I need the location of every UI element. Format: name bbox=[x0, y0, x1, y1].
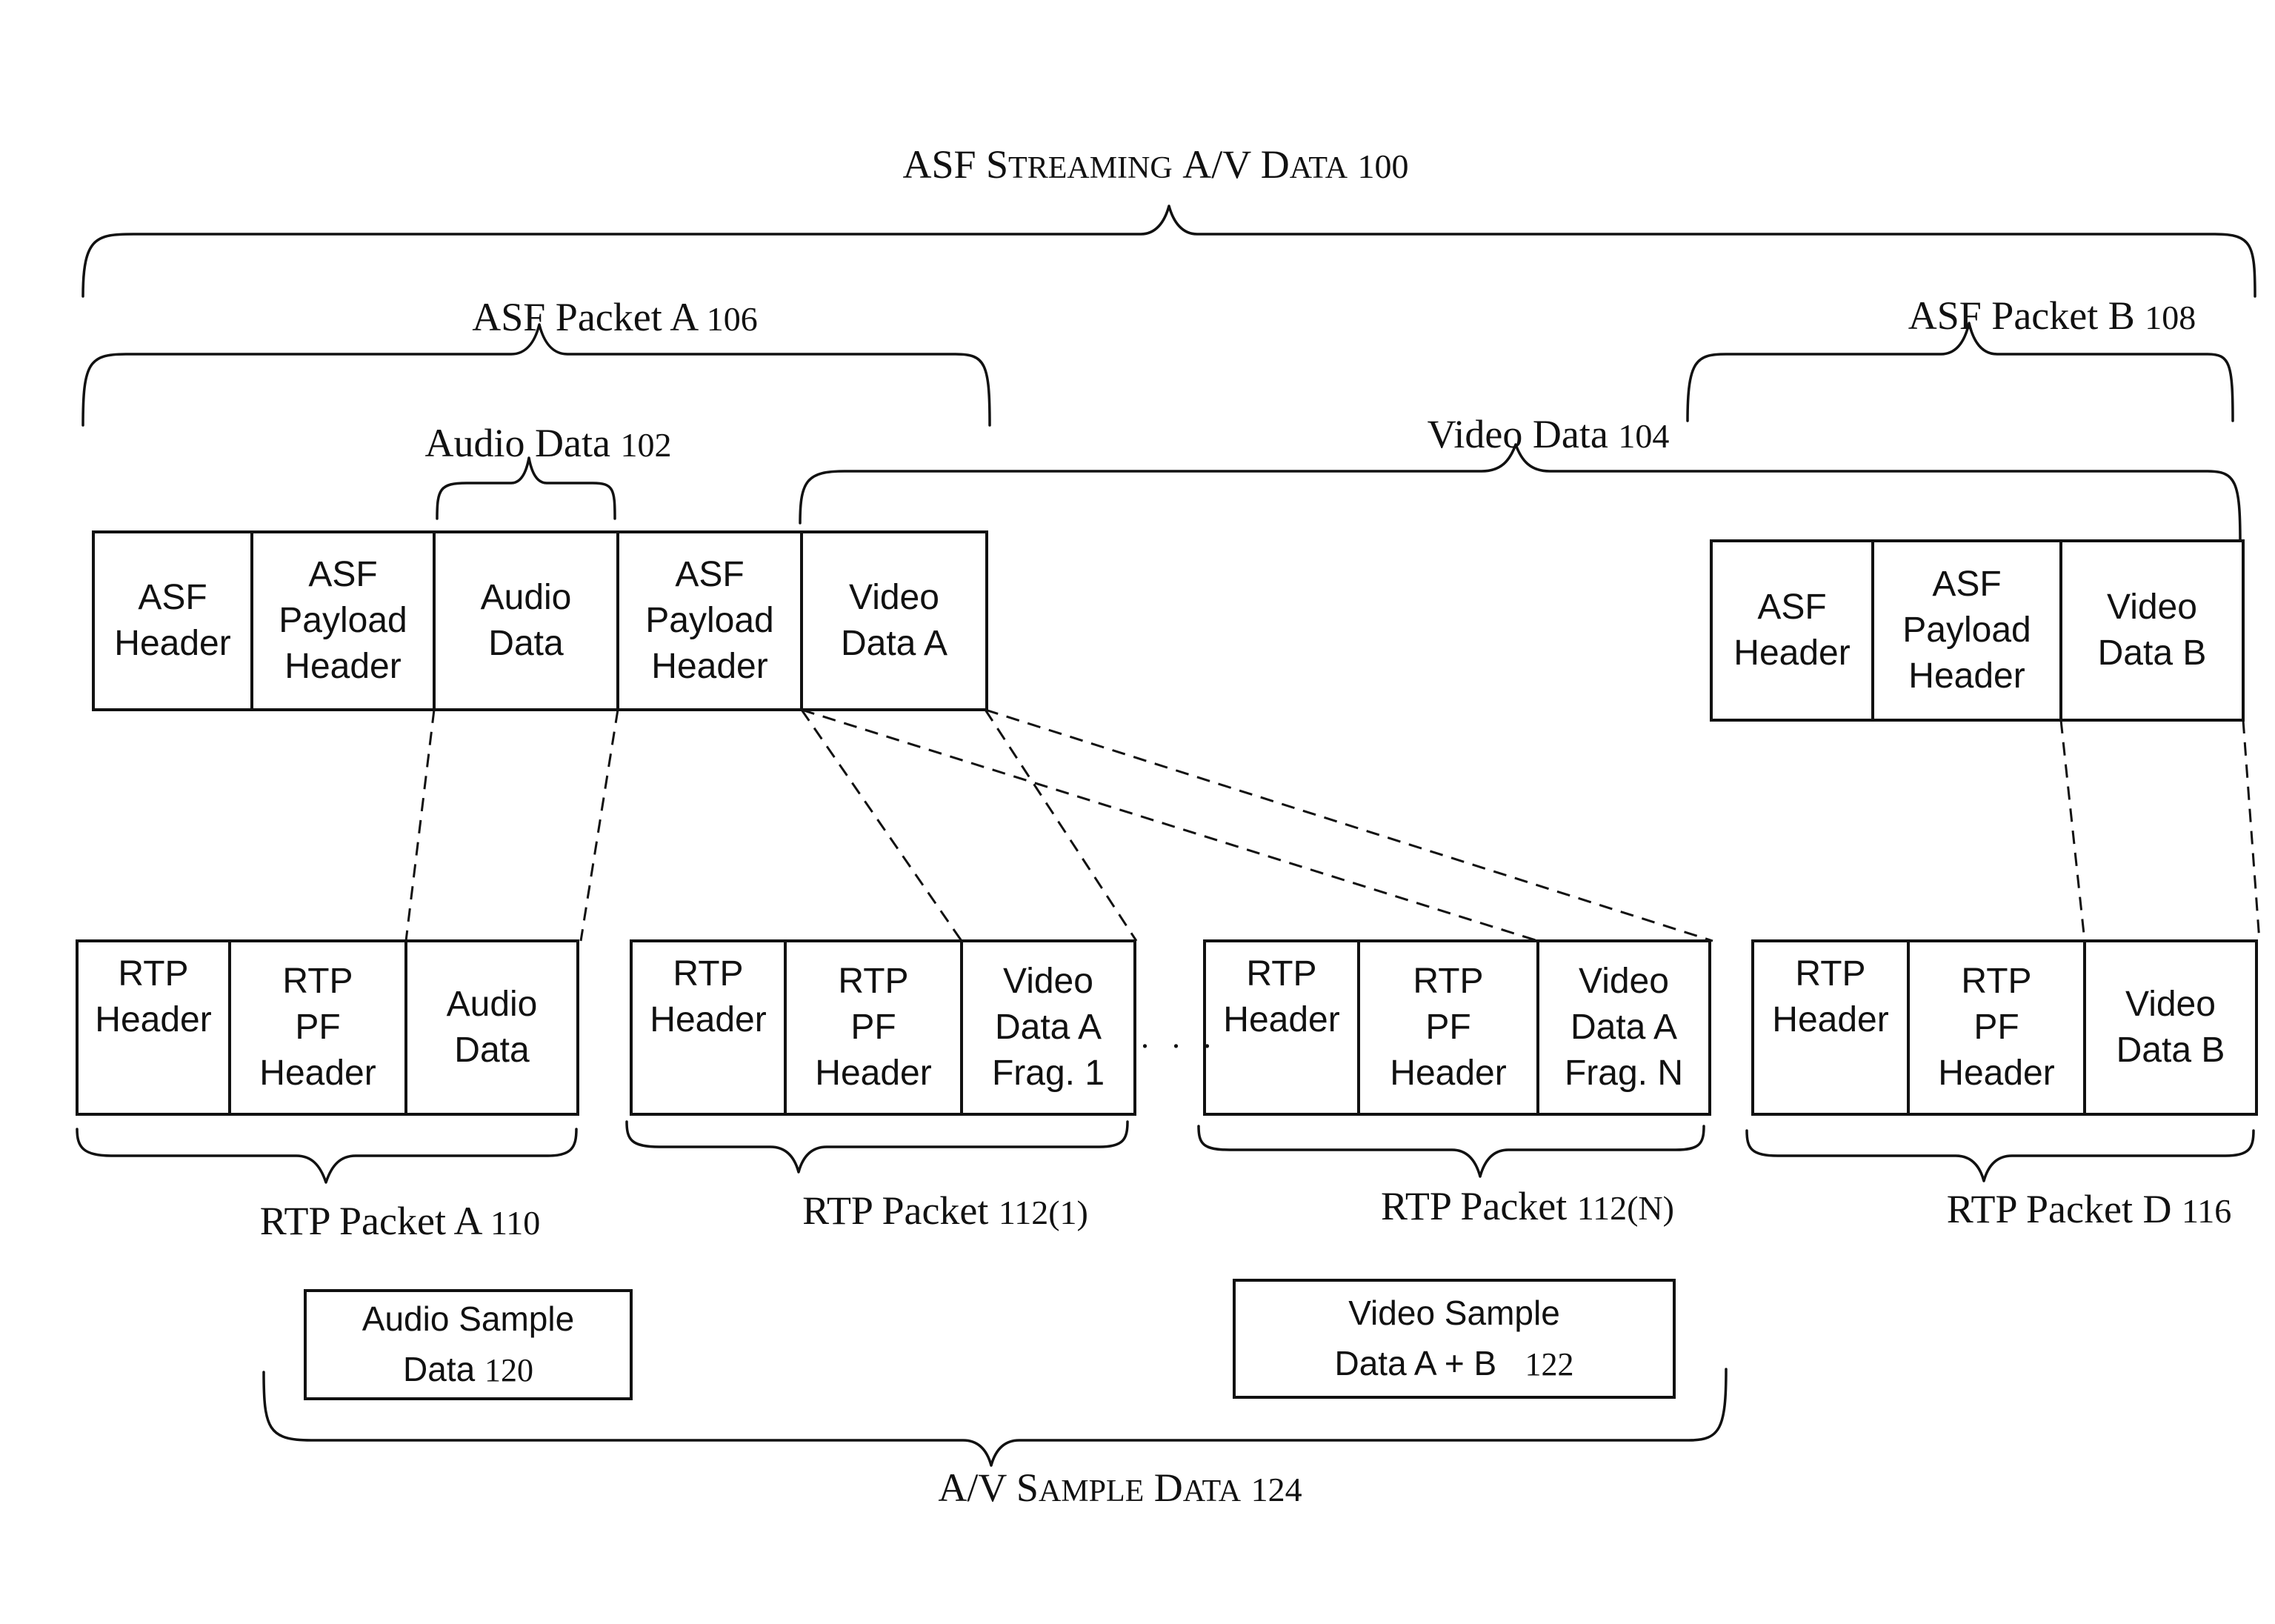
map-frag1-right bbox=[985, 710, 1136, 941]
label-av-sample-data: A/V SAMPLE DATA 124 bbox=[938, 1465, 1302, 1514]
map-videob-left bbox=[2061, 720, 2085, 941]
map-audio-left bbox=[406, 710, 434, 941]
rtp-d-pf-header: RTP PF Header bbox=[1908, 941, 2085, 1114]
brace-asf-streaming bbox=[83, 206, 2255, 296]
brace-rtp-packet-1 bbox=[627, 1122, 1127, 1172]
audio-sample-line2: Data 120 bbox=[403, 1344, 533, 1396]
label-rtp-packet-n: RTP Packet 112(N) bbox=[1381, 1184, 1674, 1231]
label-asf-packet-b: ASF Packet B 108 bbox=[1908, 293, 2196, 340]
label-rtp-packet-d: RTP Packet D 116 bbox=[1947, 1187, 2232, 1234]
rtp-a-pf-header: RTP PF Header bbox=[230, 941, 406, 1114]
label-video-data: Video Data 104 bbox=[1428, 412, 1670, 459]
video-sample-data-box: Video Sample Data A + B 122 bbox=[1233, 1279, 1676, 1399]
rtp-d-video-data-b: Video Data B bbox=[2085, 941, 2256, 1114]
rtp-n-header: RTP Header bbox=[1205, 941, 1359, 1114]
asf-b-payload-header: ASF Payload Header bbox=[1873, 541, 2061, 720]
asf-b-header: ASF Header bbox=[1711, 541, 1873, 720]
rtp-d-header: RTP Header bbox=[1753, 941, 1908, 1114]
asf-b-video-data-b: Video Data B bbox=[2061, 541, 2243, 720]
map-frag1-left bbox=[802, 710, 962, 941]
asf-a-payload-header-1: ASF Payload Header bbox=[252, 532, 434, 710]
rtp-a-header: RTP Header bbox=[77, 941, 230, 1114]
label-audio-data: Audio Data 102 bbox=[425, 421, 672, 467]
rtp-1-pf-header: RTP PF Header bbox=[785, 941, 962, 1114]
asf-a-audio-data: Audio Data bbox=[434, 532, 618, 710]
map-audio-right bbox=[581, 710, 618, 941]
asf-a-payload-header-2: ASF Payload Header bbox=[618, 532, 802, 710]
asf-a-video-data-a: Video Data A bbox=[802, 532, 987, 710]
label-rtp-packet-a: RTP Packet A 110 bbox=[260, 1199, 541, 1245]
label-asf-packet-a: ASF Packet A 106 bbox=[472, 295, 758, 342]
video-sample-line1: Video Sample bbox=[1348, 1288, 1560, 1338]
rtp-1-header: RTP Header bbox=[631, 941, 785, 1114]
asf-a-header: ASF Header bbox=[93, 532, 252, 710]
map-fragN-right bbox=[985, 710, 1713, 941]
rtp-1-video-frag-1: Video Data A Frag. 1 bbox=[962, 941, 1135, 1114]
title-asf-streaming: ASF STREAMING A/V DATA 100 bbox=[902, 142, 1408, 190]
map-fragN-left bbox=[802, 710, 1538, 941]
label-rtp-packet-1: RTP Packet 112(1) bbox=[802, 1188, 1088, 1235]
brace-rtp-packet-d bbox=[1747, 1131, 2254, 1181]
video-sample-line2: Data A + B 122 bbox=[1334, 1338, 1573, 1390]
brace-rtp-packet-n bbox=[1199, 1126, 1704, 1177]
rtp-n-video-frag-n: Video Data A Frag. N bbox=[1538, 941, 1710, 1114]
brace-video-data bbox=[800, 445, 2240, 542]
rtp-a-audio-data: Audio Data bbox=[406, 941, 578, 1114]
brace-rtp-packet-a bbox=[77, 1129, 576, 1182]
map-videob-right bbox=[2243, 720, 2259, 941]
audio-sample-line1: Audio Sample bbox=[362, 1294, 574, 1344]
rtp-n-pf-header: RTP PF Header bbox=[1359, 941, 1538, 1114]
audio-sample-data-box: Audio Sample Data 120 bbox=[304, 1289, 633, 1400]
